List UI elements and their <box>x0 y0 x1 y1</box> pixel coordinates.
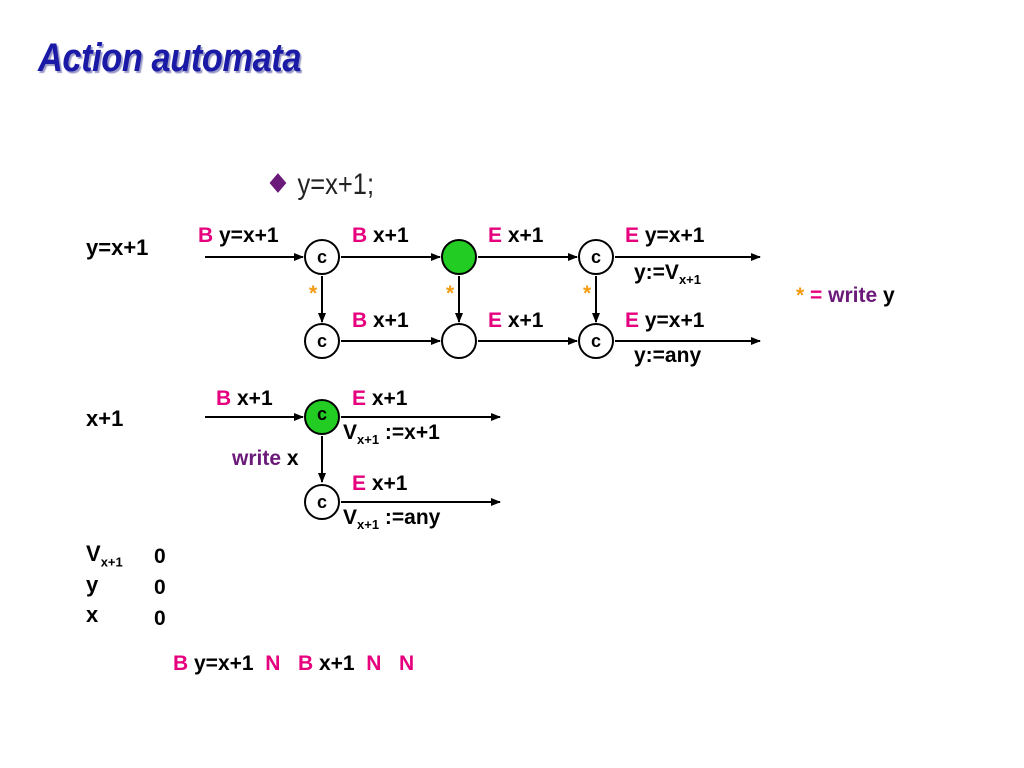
star-marker: * <box>446 282 455 305</box>
state-var-name: y <box>86 572 99 597</box>
edge-label: B x+1 <box>352 309 409 332</box>
trace-token: y=x+1 <box>188 652 254 675</box>
node-r1-top-1 <box>304 239 340 275</box>
star-marker: * <box>583 282 592 305</box>
node-label: c <box>317 492 327 512</box>
node-r1-bot-1 <box>304 323 340 359</box>
node-label: c <box>317 404 327 424</box>
node-label: c <box>591 331 601 351</box>
row1-label: y=x+1 <box>86 235 149 260</box>
assign-label: y:=any <box>634 344 702 367</box>
state-var-name: x <box>86 602 99 627</box>
edge-label: E y=x+1 <box>625 309 705 332</box>
edge-label: E x+1 <box>488 309 544 332</box>
node-r1-bot-3 <box>578 323 614 359</box>
state-var-value: 0 <box>154 545 166 568</box>
trace-token: B <box>297 652 314 675</box>
node-label: c <box>317 247 327 267</box>
node-r1-bot-2 <box>441 323 477 359</box>
star-marker: * <box>309 282 318 305</box>
assign-label: y:=Vx+1 <box>634 261 702 288</box>
trace-token: N <box>265 652 281 675</box>
edge-label: B x+1 <box>216 387 273 410</box>
state-var-value: 0 <box>154 607 166 630</box>
trace-token: B <box>173 652 189 675</box>
trace-token: N <box>398 652 415 675</box>
assign-label: Vx+1 :=x+1 <box>343 421 440 448</box>
bullet-text: y=x+1; <box>297 168 375 201</box>
assign-label: Vx+1 :=any <box>343 506 441 533</box>
node-r2-bot <box>304 484 340 520</box>
node-r1-top-3 <box>578 239 614 275</box>
star-legend: * = write y <box>796 284 895 307</box>
trace-sequence: B y=x+1 N B x+1 N N <box>173 653 414 674</box>
write-label: write x <box>232 447 299 470</box>
state-var-value: 0 <box>154 576 166 599</box>
node-r2-top-active <box>304 399 340 435</box>
trace-token: N <box>366 652 382 675</box>
edge-label: E x+1 <box>352 387 408 410</box>
row2-label: x+1 <box>86 406 124 431</box>
edge-label: E y=x+1 <box>625 224 705 247</box>
edge-label: E x+1 <box>488 224 544 247</box>
slide-title: Action automata <box>38 36 302 80</box>
node-r1-top-2-active <box>441 239 477 275</box>
trace-token: x+1 <box>313 652 355 675</box>
edge-label: E x+1 <box>352 472 408 495</box>
edge-label: B y=x+1 <box>198 224 279 247</box>
bullet-item: y=x+1; <box>269 168 375 202</box>
node-label: c <box>317 331 327 351</box>
state-var-name: Vx+1 <box>86 541 123 570</box>
node-label: c <box>591 247 601 267</box>
edge-label: B x+1 <box>352 224 409 247</box>
